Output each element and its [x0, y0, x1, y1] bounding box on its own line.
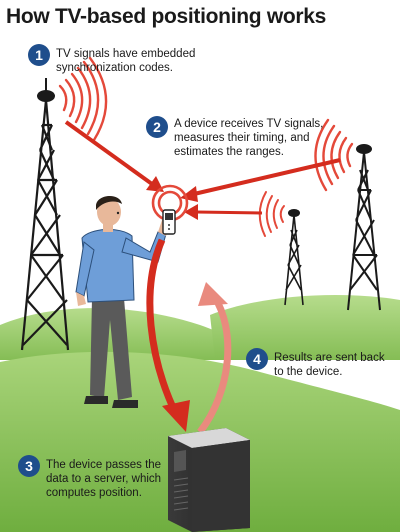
step-1-badge: 1	[28, 44, 50, 66]
tower-antenna-small	[288, 209, 300, 217]
tower-antenna-left	[37, 78, 55, 102]
tv-tower-small	[284, 214, 304, 306]
signal-waves-small	[258, 191, 285, 237]
tv-tower-right	[347, 151, 381, 311]
step-1: 1 TV signals have embedded synchronizati…	[28, 44, 206, 75]
signal-waves-left	[58, 56, 108, 142]
handheld-device	[162, 209, 176, 235]
server	[168, 428, 250, 532]
step-1-text: TV signals have embedded synchronization…	[56, 48, 196, 74]
step-4-badge: 4	[246, 348, 268, 370]
signal-arrows	[64, 120, 341, 220]
signal-waves-right	[314, 118, 354, 192]
page-title: How TV-based positioning works	[6, 5, 327, 28]
step-2-text: A device receives TV signals, measures t…	[174, 118, 324, 158]
step-4: 4 Results are sent back to the device.	[246, 348, 394, 379]
data-flow-arrows	[146, 238, 232, 435]
step-3-text: The device passes the data to a server, …	[46, 459, 162, 499]
step-3: 3 The device passes the data to a server…	[18, 455, 174, 500]
step-2: 2 A device receives TV signals, measures…	[146, 116, 324, 159]
step-2-badge: 2	[146, 116, 168, 138]
step-3-badge: 3	[18, 455, 40, 477]
tv-tower-left	[20, 99, 70, 351]
step-4-text: Results are sent back to the device.	[274, 352, 385, 378]
person	[75, 195, 172, 408]
tower-antenna-right	[356, 144, 372, 154]
